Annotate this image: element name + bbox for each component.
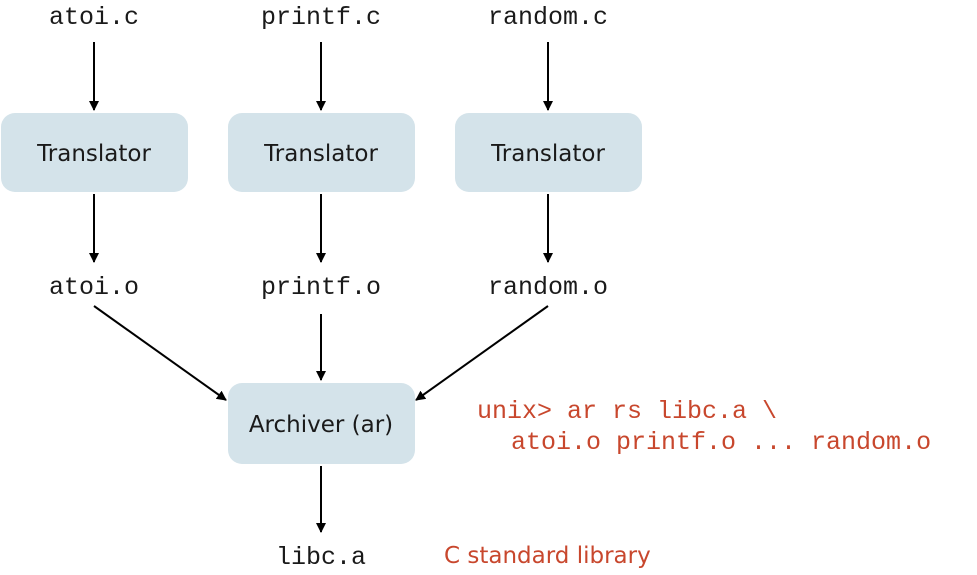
object-file-random: random.o [488,273,608,302]
source-file-printf: printf.c [261,3,381,32]
command-line-2: atoi.o printf.o ... random.o [511,428,931,457]
translator-box-random: Translator [455,113,642,192]
library-file: libc.a [276,543,366,572]
translator-label: Translator [263,141,378,167]
translator-label: Translator [490,141,605,167]
arrow-atoi-object-to-archiver [93,305,227,401]
library-caption: C standard library [444,543,651,569]
object-file-printf: printf.o [261,273,381,302]
translator-box-printf: Translator [228,113,415,192]
source-file-atoi: atoi.c [49,3,139,32]
source-file-random: random.c [488,3,608,32]
arrow-random-object-to-archiver [415,305,549,401]
object-file-atoi: atoi.o [49,273,139,302]
command-line-1: unix> ar rs libc.a \ [477,397,777,426]
archiver-label: Archiver (ar) [249,412,393,438]
translator-label: Translator [36,141,151,167]
translator-box-atoi: Translator [1,113,188,192]
archiver-box: Archiver (ar) [228,383,415,464]
